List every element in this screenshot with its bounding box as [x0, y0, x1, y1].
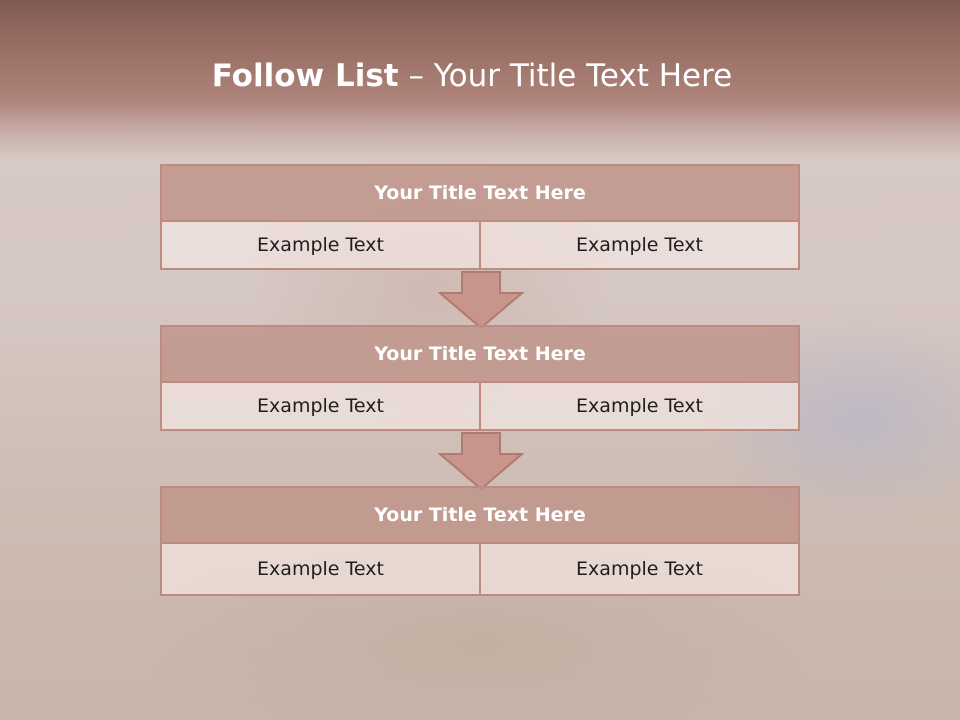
step-block-2: Your Title Text Here Example Text Exampl… — [160, 325, 800, 431]
header-band — [0, 0, 960, 160]
step-title-1: Your Title Text Here — [162, 166, 798, 222]
step-2-right-text: Example Text — [576, 395, 703, 417]
step-row-3: Example Text Example Text — [162, 544, 798, 594]
slide-title: Follow List – Your Title Text Here — [0, 56, 944, 96]
step-row-1: Example Text Example Text — [162, 222, 798, 268]
slide-title-rest: – Your Title Text Here — [398, 58, 733, 94]
down-arrow-icon — [438, 271, 524, 329]
slide-title-bold: Follow List — [211, 58, 399, 94]
step-1-right-text: Example Text — [576, 234, 703, 256]
step-row-2: Example Text Example Text — [162, 383, 798, 429]
step-3-right-text: Example Text — [576, 558, 703, 580]
step-3-left-text: Example Text — [162, 544, 481, 594]
step-title-3: Your Title Text Here — [162, 488, 798, 544]
step-2-left-text: Example Text — [162, 383, 481, 429]
down-arrow-icon — [438, 432, 524, 490]
step-1-left-text: Example Text — [162, 222, 481, 268]
step-block-1: Your Title Text Here Example Text Exampl… — [160, 164, 800, 270]
step-title-2: Your Title Text Here — [162, 327, 798, 383]
step-block-3: Your Title Text Here Example Text Exampl… — [160, 486, 800, 596]
